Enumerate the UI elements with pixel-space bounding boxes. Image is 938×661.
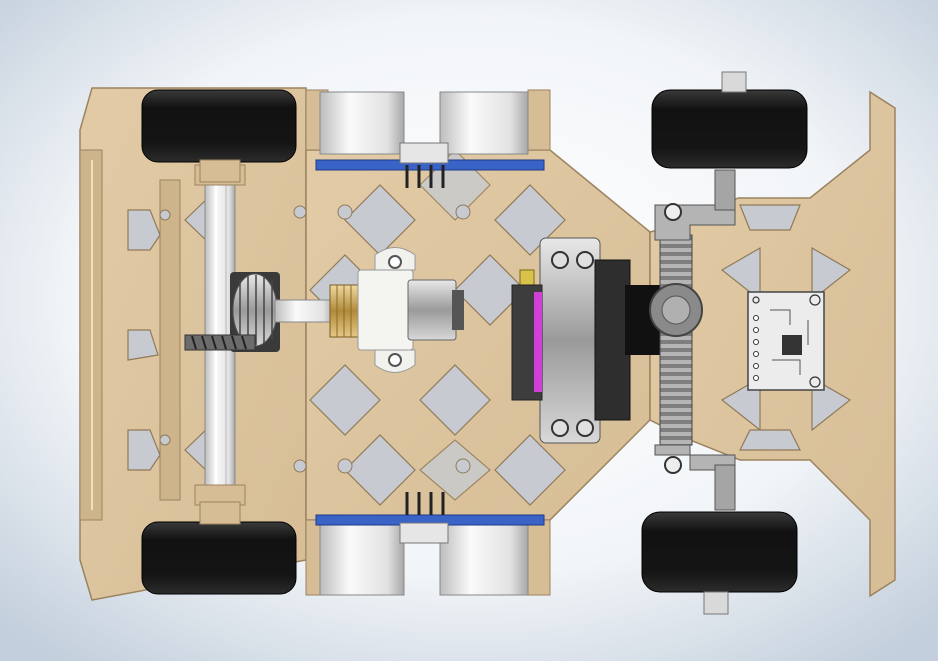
rear-wheel-bottom [141, 501, 297, 595]
ultrasonic-sensor-bottom [315, 492, 545, 596]
ultrasonic-sensor-top [315, 91, 545, 188]
rear-wheel-top [141, 89, 297, 183]
front-wheel-top [651, 71, 808, 169]
drive-motor [274, 247, 535, 373]
steering-servo [511, 237, 660, 444]
steering-gear-rack [649, 169, 736, 511]
imu-breakout-board [747, 291, 825, 391]
front-wheel-bottom [641, 511, 798, 615]
